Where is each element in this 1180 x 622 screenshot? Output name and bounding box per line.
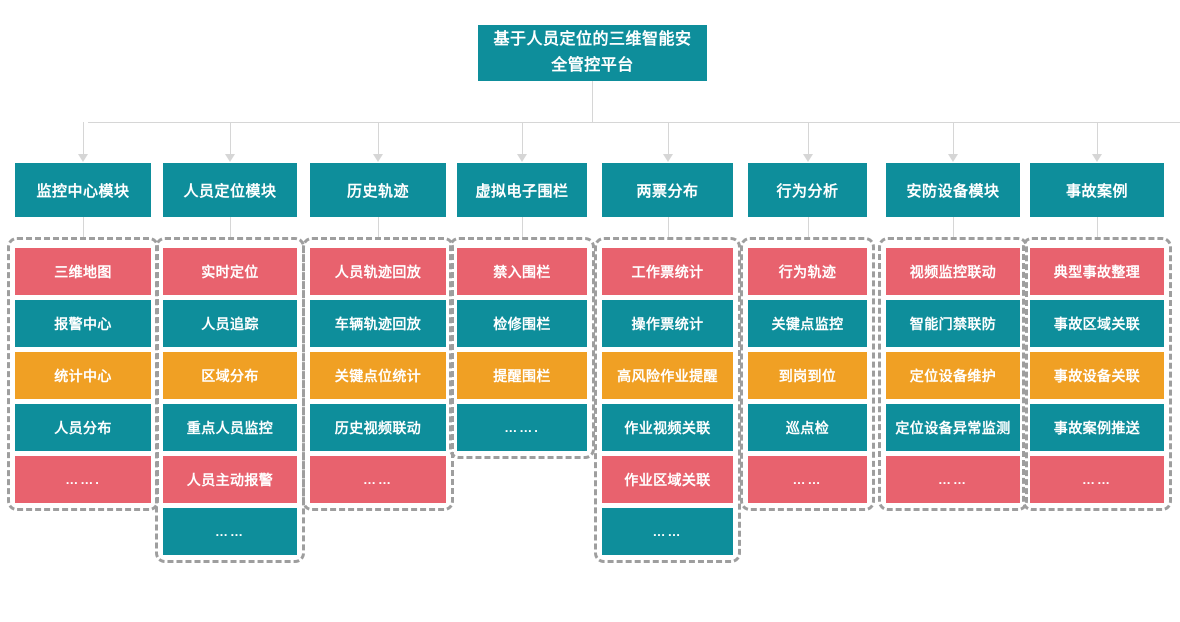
module-group-3: [302, 237, 454, 511]
branch-arrow-1: [78, 154, 88, 162]
platform-title: 基于人员定位的三维智能安全管控平台: [478, 25, 707, 81]
header-group-connector-7: [953, 217, 954, 238]
branch-connector-1: [83, 122, 84, 155]
module-item[interactable]: 人员追踪: [163, 300, 297, 347]
header-group-connector-8: [1097, 217, 1098, 238]
module-item[interactable]: 工作票统计: [602, 248, 733, 295]
header-group-connector-5: [668, 217, 669, 238]
branch-connector-7: [953, 122, 954, 155]
header-group-connector-1: [83, 217, 84, 238]
branch-connector-3: [378, 122, 379, 155]
module-item[interactable]: …….: [457, 404, 587, 451]
module-group-7: [878, 237, 1028, 511]
module-item[interactable]: 人员主动报警: [163, 456, 297, 503]
module-item[interactable]: 提醒围栏: [457, 352, 587, 399]
module-header-1[interactable]: 监控中心模块: [15, 163, 151, 217]
module-header-3[interactable]: 历史轨迹: [310, 163, 446, 217]
module-item[interactable]: 作业区域关联: [602, 456, 733, 503]
module-item[interactable]: 统计中心: [15, 352, 151, 399]
module-item[interactable]: 历史视频联动: [310, 404, 446, 451]
module-item[interactable]: 人员轨迹回放: [310, 248, 446, 295]
module-item[interactable]: 关键点监控: [748, 300, 867, 347]
module-item[interactable]: 高风险作业提醒: [602, 352, 733, 399]
module-header-2[interactable]: 人员定位模块: [163, 163, 297, 217]
module-item[interactable]: 事故案例推送: [1030, 404, 1164, 451]
module-item[interactable]: 区域分布: [163, 352, 297, 399]
module-item[interactable]: 定位设备维护: [886, 352, 1020, 399]
module-item[interactable]: 典型事故整理: [1030, 248, 1164, 295]
module-item[interactable]: 车辆轨迹回放: [310, 300, 446, 347]
header-group-connector-4: [522, 217, 523, 238]
module-item[interactable]: 定位设备异常监测: [886, 404, 1020, 451]
module-group-5: [594, 237, 741, 563]
module-item[interactable]: 实时定位: [163, 248, 297, 295]
module-header-5[interactable]: 两票分布: [602, 163, 733, 217]
branch-arrow-5: [663, 154, 673, 162]
branch-arrow-8: [1092, 154, 1102, 162]
module-item[interactable]: 报警中心: [15, 300, 151, 347]
branch-arrow-3: [373, 154, 383, 162]
module-header-8[interactable]: 事故案例: [1030, 163, 1164, 217]
module-item[interactable]: 行为轨迹: [748, 248, 867, 295]
module-group-8: [1022, 237, 1172, 511]
branch-arrow-4: [517, 154, 527, 162]
branch-connector-2: [230, 122, 231, 155]
module-item[interactable]: 禁入围栏: [457, 248, 587, 295]
module-item[interactable]: 关键点位统计: [310, 352, 446, 399]
module-item[interactable]: ……: [163, 508, 297, 555]
module-item[interactable]: ……: [602, 508, 733, 555]
module-group-4: [449, 237, 595, 459]
module-item[interactable]: 人员分布: [15, 404, 151, 451]
root-vertical-connector: [592, 81, 593, 122]
module-item[interactable]: ……: [886, 456, 1020, 503]
module-group-6: [740, 237, 875, 511]
module-header-6[interactable]: 行为分析: [748, 163, 867, 217]
branch-connector-4: [522, 122, 523, 155]
module-item[interactable]: 作业视频关联: [602, 404, 733, 451]
header-group-connector-3: [378, 217, 379, 238]
module-item[interactable]: 检修围栏: [457, 300, 587, 347]
module-item[interactable]: ……: [1030, 456, 1164, 503]
branch-arrow-6: [803, 154, 813, 162]
header-group-connector-6: [808, 217, 809, 238]
module-header-4[interactable]: 虚拟电子围栏: [457, 163, 587, 217]
module-item[interactable]: 事故设备关联: [1030, 352, 1164, 399]
branch-connector-5: [668, 122, 669, 155]
branch-connector-6: [808, 122, 809, 155]
branch-arrow-7: [948, 154, 958, 162]
module-header-7[interactable]: 安防设备模块: [886, 163, 1020, 217]
module-item[interactable]: 三维地图: [15, 248, 151, 295]
branch-arrow-2: [225, 154, 235, 162]
module-item[interactable]: …….: [15, 456, 151, 503]
module-item[interactable]: 视频监控联动: [886, 248, 1020, 295]
module-item[interactable]: 智能门禁联防: [886, 300, 1020, 347]
module-item[interactable]: 到岗到位: [748, 352, 867, 399]
module-item[interactable]: 操作票统计: [602, 300, 733, 347]
module-item[interactable]: 巡点检: [748, 404, 867, 451]
header-group-connector-2: [230, 217, 231, 238]
module-item[interactable]: ……: [748, 456, 867, 503]
module-item[interactable]: 事故区域关联: [1030, 300, 1164, 347]
horizontal-bus-connector: [88, 122, 1180, 123]
module-item[interactable]: 重点人员监控: [163, 404, 297, 451]
branch-connector-8: [1097, 122, 1098, 155]
module-item[interactable]: ……: [310, 456, 446, 503]
